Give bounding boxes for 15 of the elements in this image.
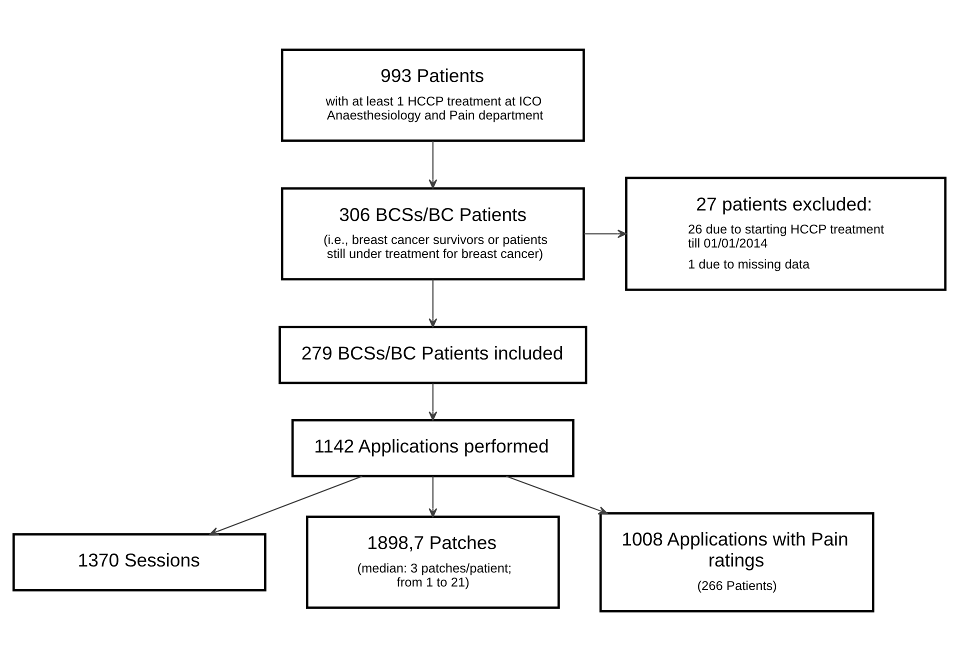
node-box: 1898,7 Patches (median: 3 patches/patient; from 1 to 21)	[305, 515, 560, 608]
node-box: 279 BCSs/BC Patients included	[278, 325, 587, 384]
node-box: 27 patients excluded: 26 due to starting HCCP treatment till 01/01/2014 1 due to missing data	[624, 176, 946, 290]
node-box: 1008 Applications with Pain ratings (266 Patients)	[598, 512, 874, 612]
arrow	[583, 229, 626, 238]
node-box: 1370 Sessions	[12, 532, 266, 591]
arrow	[428, 476, 437, 517]
arrow	[208, 475, 362, 535]
arrow	[428, 382, 437, 420]
node-box: 993 Patients with at least 1 HCCP treatment at ICO Anaesthesiology and Pain department	[280, 48, 584, 142]
arrow	[428, 140, 437, 188]
node-box: 306 BCSs/BC Patients (i.e., breast cancer survivors or patients still under treatment for breast cancer)	[280, 186, 584, 280]
arrow	[428, 279, 437, 328]
node-box: 1142 Applications performed	[290, 418, 574, 477]
arrow	[505, 475, 608, 514]
